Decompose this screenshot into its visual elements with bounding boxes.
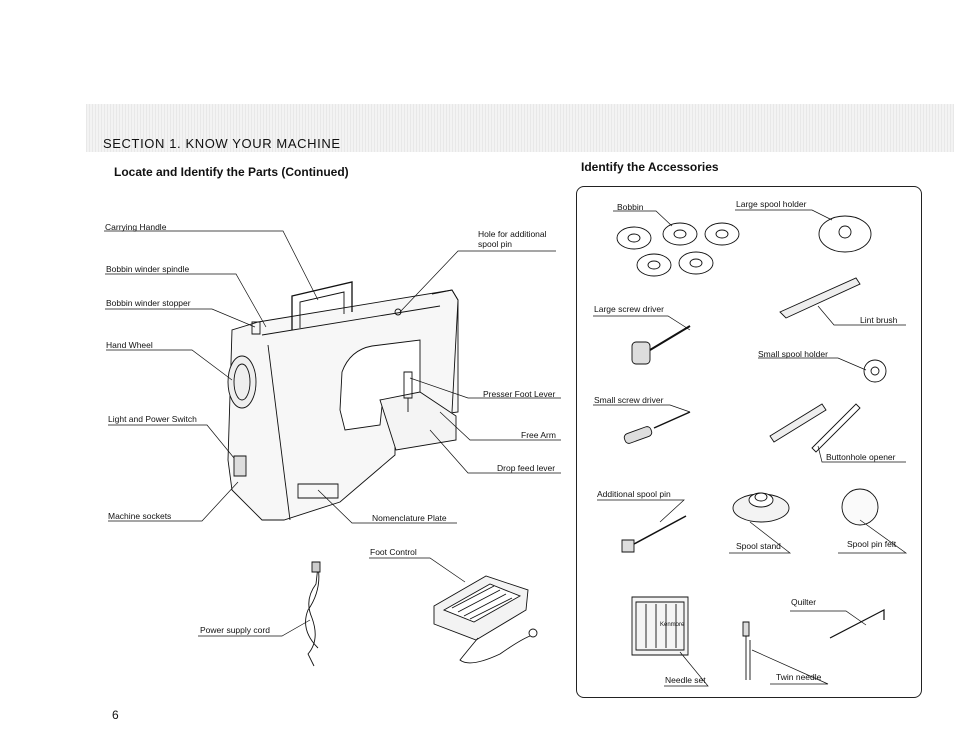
label-hole-spool-pin-1: Hole for additional: [478, 229, 547, 239]
label-small-screw-driver: Small screw driver: [594, 395, 664, 405]
label-lint-brush: Lint brush: [860, 315, 898, 325]
label-large-spool-holder: Large spool holder: [736, 199, 807, 209]
label-hole-spool-pin-2: spool pin: [478, 239, 513, 249]
foot-control-illustration: [434, 576, 537, 663]
label-free-arm: Free Arm: [521, 430, 556, 440]
label-quilter: Quilter: [791, 597, 817, 607]
lint-brush-illustration: [780, 278, 860, 318]
spool-pin-felt-illustration: [842, 489, 878, 525]
label-nomenclature-plate: Nomenclature Plate: [372, 513, 447, 523]
machine-leader-lines: [104, 231, 561, 636]
power-cord-illustration: [306, 562, 320, 666]
additional-spool-pin-illustration: [622, 516, 686, 552]
label-spool-pin-felt: Spool pin felt: [847, 539, 897, 549]
label-twin-needle: Twin needle: [776, 672, 822, 682]
label-drop-feed-lever: Drop feed lever: [497, 463, 556, 473]
label-presser-foot-lever: Presser Foot Lever: [483, 389, 556, 399]
needle-set-illustration: [632, 597, 688, 655]
bobbin-illustrations: [617, 223, 739, 276]
accessories-frame: [576, 186, 922, 698]
label-power-supply-cord: Power supply cord: [200, 625, 270, 635]
page-number: 6: [112, 708, 119, 722]
twin-needle-illustration: [743, 622, 750, 680]
label-spool-stand: Spool stand: [736, 541, 781, 551]
label-needle-set: Needle set: [665, 675, 706, 685]
sewing-machine-illustration: [228, 282, 458, 520]
label-light-power-switch: Light and Power Switch: [108, 414, 197, 424]
large-spool-holder-illustration: [819, 216, 871, 252]
needle-pack-brand: Kenmore: [660, 622, 685, 628]
label-additional-spool-pin: Additional spool pin: [597, 489, 671, 499]
quilter-illustration: [830, 610, 884, 638]
label-foot-control: Foot Control: [370, 547, 417, 557]
label-buttonhole-opener: Buttonhole opener: [826, 452, 896, 462]
small-screw-driver-illustration: [623, 412, 690, 444]
right-subtitle: Identify the Accessories: [581, 160, 719, 174]
label-bobbin-winder-stopper: Bobbin winder stopper: [106, 298, 191, 308]
label-hand-wheel: Hand Wheel: [106, 340, 153, 350]
left-subtitle: Locate and Identify the Parts (Continued…: [114, 165, 349, 179]
label-carrying-handle: Carrying Handle: [105, 222, 167, 232]
label-machine-sockets: Machine sockets: [108, 511, 172, 521]
label-bobbin: Bobbin: [617, 202, 644, 212]
buttonhole-opener-illustration: [770, 404, 860, 452]
label-small-spool-holder: Small spool holder: [758, 349, 828, 359]
large-screw-driver-illustration: [632, 326, 690, 364]
label-bobbin-winder-spindle: Bobbin winder spindle: [106, 264, 190, 274]
spool-stand-illustration: [733, 493, 789, 522]
small-spool-holder-illustration: [864, 360, 886, 382]
label-large-screw-driver: Large screw driver: [594, 304, 664, 314]
section-title: SECTION 1. KNOW YOUR MACHINE: [103, 136, 341, 151]
accessory-leader-lines: [593, 210, 906, 686]
section-banner: [86, 104, 954, 152]
